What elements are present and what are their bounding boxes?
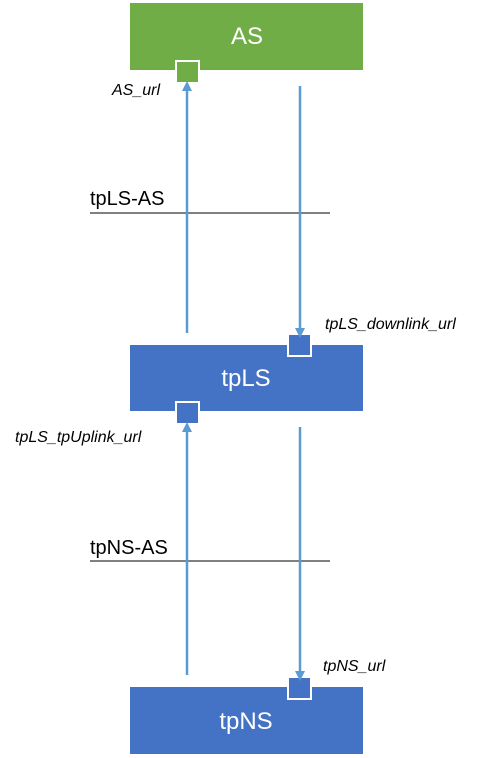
tpns-as-interface-label: tpNS-AS bbox=[90, 537, 168, 559]
tpls-downlink-url-label: tpLS_downlink_url bbox=[325, 316, 456, 333]
tpns-url-label: tpNS_url bbox=[323, 658, 386, 675]
as-node: AS bbox=[130, 3, 363, 84]
as-box bbox=[130, 3, 363, 70]
tpls-as-interface-label: tpLS-AS bbox=[90, 188, 164, 210]
tpls-node: tpLS bbox=[130, 333, 363, 425]
as-url-label: AS_url bbox=[111, 82, 160, 99]
tpls-tpuplink-url-label: tpLS_tpUplink_url bbox=[15, 429, 142, 446]
tpns-node: tpNS bbox=[130, 676, 363, 754]
tpls-tpuplink-port bbox=[175, 401, 200, 425]
tpls-box bbox=[130, 345, 363, 411]
tpls-downlink-port bbox=[287, 333, 312, 357]
tpns-box bbox=[130, 687, 363, 754]
as-label: AS bbox=[231, 23, 263, 50]
as-url-port bbox=[175, 60, 200, 84]
tpns-url-port bbox=[287, 676, 312, 700]
tpns-label: tpNS bbox=[219, 708, 272, 735]
tpls-label: tpLS bbox=[221, 365, 270, 392]
